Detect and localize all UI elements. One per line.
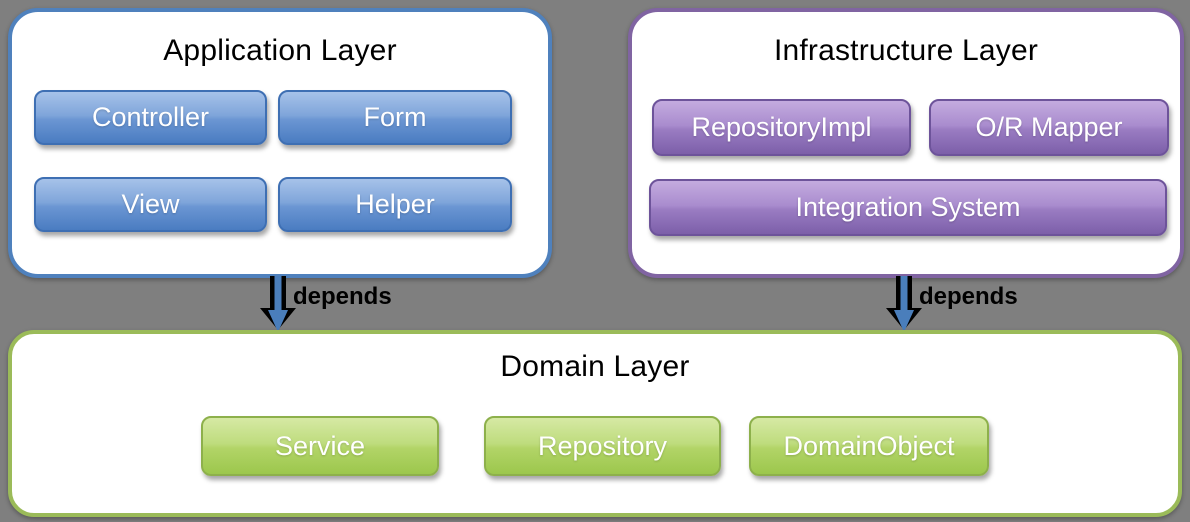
depends-arrow-infrastructure-to-domain-icon bbox=[886, 276, 922, 332]
application-layer-title: Application Layer bbox=[163, 34, 397, 67]
node-domainobject: DomainObject bbox=[749, 416, 989, 476]
domain-layer-panel: Domain Layer Service Repository DomainOb… bbox=[8, 330, 1182, 517]
node-view: View bbox=[34, 177, 267, 232]
depends-label-infrastructure: depends bbox=[919, 283, 1018, 310]
node-service: Service bbox=[201, 416, 439, 476]
node-form: Form bbox=[278, 90, 512, 145]
node-helper: Helper bbox=[278, 177, 512, 232]
node-controller: Controller bbox=[34, 90, 267, 145]
depends-label-application: depends bbox=[293, 283, 392, 310]
node-or-mapper: O/R Mapper bbox=[929, 99, 1169, 156]
node-integration-system: Integration System bbox=[649, 179, 1167, 236]
depends-arrow-application-to-domain-icon bbox=[260, 276, 296, 332]
infrastructure-layer-title: Infrastructure Layer bbox=[773, 34, 1039, 67]
node-repositoryimpl: RepositoryImpl bbox=[652, 99, 911, 156]
domain-layer-title: Domain Layer bbox=[500, 350, 690, 383]
application-layer-panel: Application Layer Controller Form View H… bbox=[8, 8, 552, 278]
node-repository: Repository bbox=[484, 416, 721, 476]
infrastructure-layer-panel: Infrastructure Layer RepositoryImpl O/R … bbox=[628, 8, 1184, 278]
